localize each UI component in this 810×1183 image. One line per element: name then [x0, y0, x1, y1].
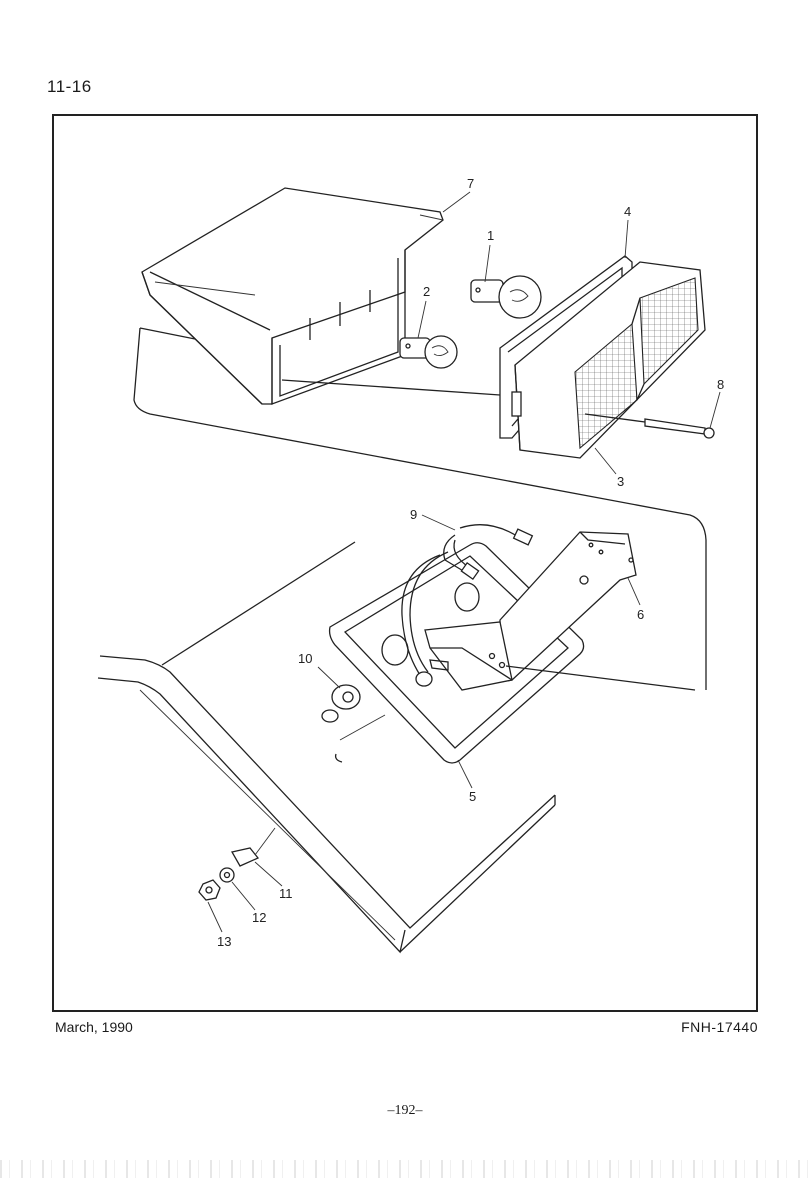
document-code: FNH-17440	[681, 1019, 758, 1035]
callout-2: 2	[423, 284, 430, 299]
callout-4: 4	[624, 204, 631, 219]
callout-3: 3	[617, 474, 624, 489]
callout-9: 9	[410, 507, 417, 522]
bracket-part-6	[424, 531, 696, 691]
fender-panel	[97, 541, 556, 954]
callout-13: 13	[217, 934, 231, 949]
diagram-frame	[52, 114, 758, 1012]
lens-assembly-part-3	[511, 261, 706, 459]
nut-part-13	[198, 879, 221, 901]
bulb-part-1	[470, 275, 542, 319]
clip-part-11	[230, 827, 276, 867]
callout-labels: 7 1 2 4 3 8 9 6 10 5 11 12 13	[217, 176, 724, 949]
page-reference: 11-16	[47, 77, 92, 96]
page-number: –192–	[387, 1103, 423, 1118]
callout-8: 8	[717, 377, 724, 392]
bulb-part-2	[399, 335, 458, 369]
callout-10: 10	[298, 651, 312, 666]
callout-7: 7	[467, 176, 474, 191]
scan-artifact-strip	[0, 1160, 810, 1178]
callout-12: 12	[252, 910, 266, 925]
callout-5: 5	[469, 789, 476, 804]
lamp-housing-part-7	[141, 187, 501, 405]
wire-harness-part-9	[401, 524, 534, 687]
callout-11: 11	[279, 886, 293, 901]
callout-6: 6	[637, 607, 644, 622]
grommet-part-10	[321, 684, 386, 763]
washer-part-12	[219, 867, 235, 883]
revision-date: March, 1990	[55, 1019, 133, 1035]
leader-lines	[207, 191, 721, 933]
callout-1: 1	[487, 228, 494, 243]
screw-part-8	[584, 413, 715, 439]
